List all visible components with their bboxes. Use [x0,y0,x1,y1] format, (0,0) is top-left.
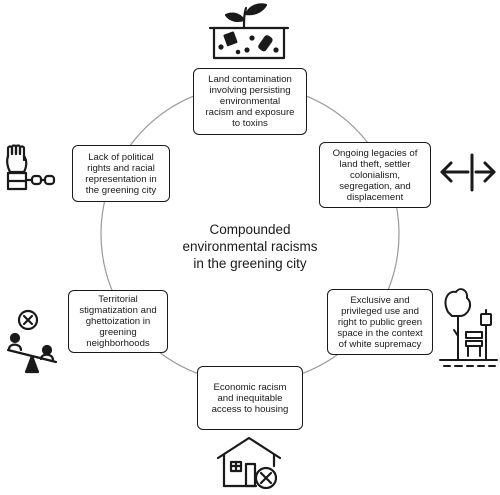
node-exclusive-use: Exclusive and privileged use and right t… [327,289,433,355]
node-text-line: of white supremacy [338,338,422,350]
node-text-line: stigmatization and [79,305,157,316]
node-text-line: access to housing [211,403,289,415]
node-text-line: Exclusive and [350,294,410,306]
node-political-rights: Lack of political rights and racial repr… [72,145,170,202]
node-text-line: environmental [219,96,281,107]
node-text-line: Territorial [98,294,138,305]
central-theme-line: environmental racisms [182,239,318,254]
node-text-line: rights and racial [87,162,155,174]
node-text-line: Economic racism [213,381,287,393]
node-text-line: Lack of political [88,151,154,163]
shackled-fist-icon [6,144,56,191]
node-text-line: ghettoization in [85,316,151,327]
central-theme-line: Compounded [209,222,291,237]
displacement-arrows-icon [440,153,496,192]
node-text-line: neighborhoods [86,338,150,349]
node-text-line: and inequitable [217,392,283,404]
node-text-line: representation in [85,173,157,185]
node-text-line: colonialism, [349,169,401,181]
node-land-theft: Ongoing legacies of land theft, settler … [319,142,431,208]
unbalanced-seesaw-icon [6,309,58,374]
node-text-line: greening [99,327,137,338]
node-text-line: racism and exposure [205,107,295,118]
node-text-line: right to public green [337,316,423,328]
park-bench-icon [439,288,498,367]
contaminated-soil-icon [208,3,290,60]
node-text-line: displacement [346,191,404,203]
node-text-line: privileged use and [341,305,419,317]
node-territorial-stigmatization: Territorial stigmatization and ghettoiza… [68,290,168,353]
node-land-contamination: Land contamination involving persisting … [193,68,307,135]
central-theme: Compounded environmental racisms in the … [150,221,350,272]
central-theme-line: in the greening city [193,256,307,271]
node-text-line: Ongoing legacies of [332,147,418,159]
node-text-line: segregation, and [339,180,411,192]
node-text-line: involving persisting [209,85,291,96]
house-denied-icon [216,436,282,490]
node-text-line: land theft, settler [339,158,411,170]
node-text-line: space in the context [337,327,423,339]
node-text-line: the greening city [85,184,157,196]
node-economic-racism: Economic racism and inequitable access t… [197,366,303,430]
node-text-line: to toxins [232,118,268,129]
node-text-line: Land contamination [208,74,292,85]
